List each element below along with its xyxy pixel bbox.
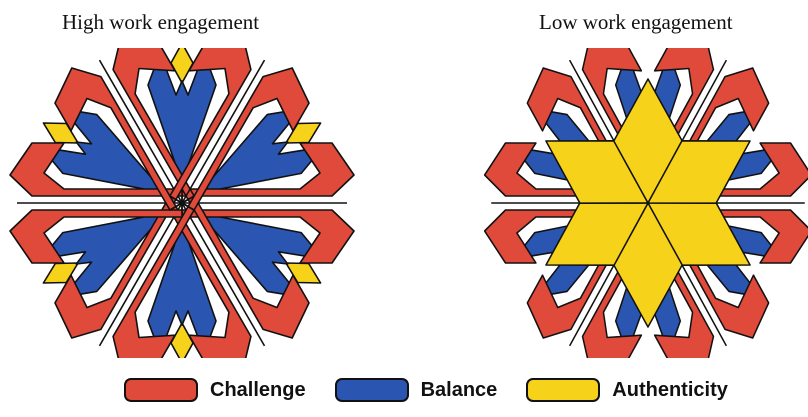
- legend-item-challenge: Challenge: [124, 378, 306, 402]
- challenge-arm: [169, 48, 310, 211]
- balance-arrowhead: [40, 212, 166, 298]
- challenge-arm-axis: [98, 202, 183, 347]
- legend-item-authenticity: Authenticity: [526, 378, 728, 402]
- legend-item-balance: Balance: [334, 378, 498, 402]
- balance-arrowhead: [147, 52, 217, 184]
- legend: Challenge Balance Authenticity: [124, 378, 757, 402]
- challenge-swatch: [124, 378, 198, 402]
- authenticity-diamond: [170, 48, 194, 84]
- authenticity-layer: [545, 78, 751, 328]
- authenticity-rhombus: [647, 139, 751, 205]
- high-engagement-snowflake: [9, 48, 355, 358]
- challenge-label: Challenge: [210, 378, 306, 401]
- authenticity-diamond: [170, 322, 194, 358]
- low-engagement-snowflake: [484, 48, 808, 358]
- challenge-arm-axis: [181, 59, 266, 204]
- balance-arrowhead: [147, 222, 217, 354]
- balance-arrowhead: [198, 212, 324, 298]
- challenge-arm-axis: [181, 202, 266, 347]
- high-engagement-title: High work engagement: [62, 10, 260, 34]
- balance-arrowhead: [198, 108, 324, 194]
- authenticity-swatch: [526, 378, 601, 402]
- challenge-arm-axis: [98, 59, 183, 204]
- balance-layer: [40, 52, 324, 354]
- authenticity-label: Authenticity: [612, 378, 728, 401]
- balance-arrowhead: [40, 108, 166, 194]
- balance-label: Balance: [420, 378, 498, 401]
- challenge-layer: [9, 48, 355, 358]
- low-engagement-title: Low work engagement: [539, 10, 733, 34]
- balance-swatch: [334, 378, 409, 402]
